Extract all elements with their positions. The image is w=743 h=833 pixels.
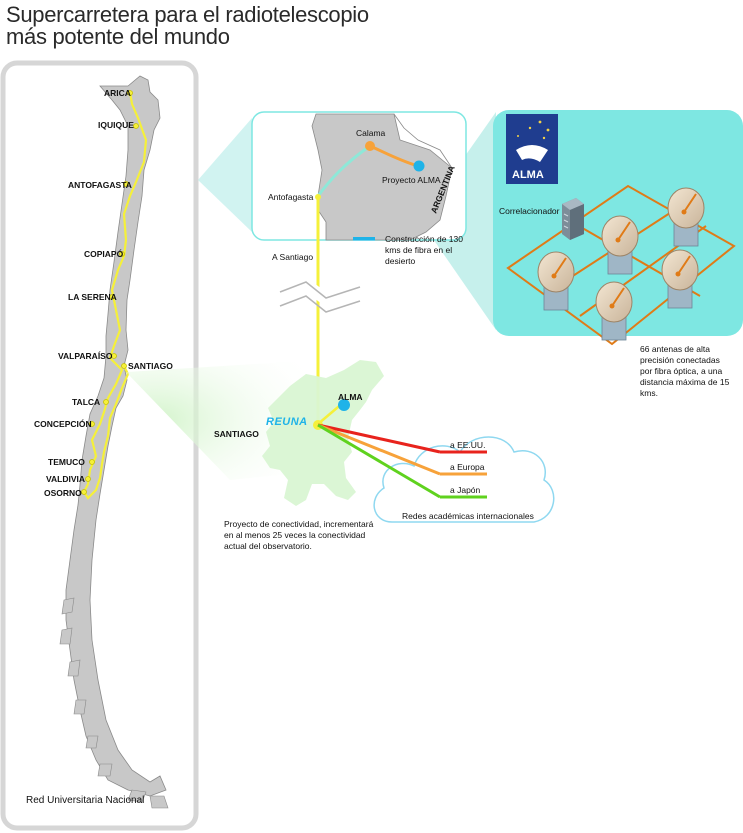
city-label-antofagasta: ANTOFAGASTA — [68, 180, 132, 190]
southern-islands — [59, 597, 169, 809]
city-label-copiapo: COPIAPÓ — [84, 248, 124, 259]
city-dot — [81, 489, 87, 495]
alma-logo-text: ALMA — [512, 169, 544, 181]
alma-caption-line-4: distancia máxima de 15 — [640, 377, 730, 387]
inset-land — [311, 113, 453, 241]
santiago-alma-label: ALMA — [338, 392, 363, 402]
antenna-dish-icon — [667, 187, 705, 247]
city-label-arica: ARICA — [104, 88, 131, 98]
inset-calama-label: Calama — [356, 128, 386, 138]
inset-projection-wedge — [198, 118, 252, 232]
city-dot — [109, 294, 115, 300]
city-label-temuco: TEMUCO — [48, 457, 85, 467]
city-dot — [121, 363, 127, 369]
title-line-1: Supercarretera para el radiotelescopio — [6, 2, 369, 27]
distance-break-symbol — [278, 280, 361, 313]
santiago-caption-line-2: en al menos 25 veces la conectividad — [224, 530, 366, 540]
chile-map-shape — [65, 75, 167, 797]
santiago-caption-line-1: Proyecto de conectividad, incrementará — [224, 519, 374, 529]
city-label-osorno: OSORNO — [44, 488, 82, 498]
antenna-dish-icon — [601, 215, 639, 275]
alma-logo-stars — [517, 120, 550, 140]
city-label-concepcion: CONCEPCIÓN — [34, 418, 92, 429]
antenna-dish-icon — [595, 281, 633, 341]
city-label-talca: TALCA — [72, 397, 100, 407]
inset-alma-label: Proyecto ALMA — [382, 175, 441, 185]
alma-site-marker — [413, 160, 425, 172]
city-label-valparaiso: VALPARAÍSO — [58, 351, 113, 361]
santiago-alma-marker — [338, 399, 350, 411]
correlator-rack-icon — [562, 198, 584, 240]
alma-caption-line-5: kms. — [640, 388, 658, 398]
santiago-caption-line-3: actual del observatorio. — [224, 541, 312, 551]
city-label-santiago: SANTIAGO — [128, 361, 173, 371]
fiber-legend-swatch — [353, 237, 375, 241]
city-dot — [89, 421, 95, 427]
city-label-iquique: IQUIQUE — [98, 120, 134, 130]
city-dot — [123, 181, 129, 187]
fiber-legend-line-1: Construcción de 130 — [385, 234, 463, 244]
santiago-region-shape — [262, 360, 384, 506]
a-santiago-label: A Santiago — [272, 252, 313, 262]
route-eeuu-diagonal — [317, 423, 441, 454]
fiber-legend-line-3: desierto — [385, 256, 416, 266]
city-dot — [127, 90, 133, 96]
alma-caption-line-1: 66 antenas de alta — [640, 344, 710, 354]
inset-border-line — [393, 113, 453, 169]
page-title: Supercarretera para el radiotelescopio m… — [6, 4, 369, 48]
title-line-2: más potente del mundo — [6, 24, 230, 49]
route-label-europa: a Europa — [450, 462, 485, 472]
route-label-eeuu: a EE.UU. — [450, 440, 485, 450]
city-dot — [89, 459, 95, 465]
inset-antofagasta-label: Antofagasta — [268, 192, 314, 202]
alma-caption-line-2: precisión conectadas — [640, 355, 720, 365]
calama-marker — [365, 141, 375, 151]
city-dot — [119, 251, 125, 257]
antenna-array — [537, 187, 705, 341]
fiber-legend-line-2: kms de fibra en el — [385, 245, 452, 255]
city-dot — [85, 476, 91, 482]
cloud-caption: Redes académicas internacionales — [402, 511, 534, 521]
national-network-route — [82, 91, 148, 500]
route-europa-diagonal — [317, 423, 441, 476]
antenna-dish-icon — [661, 249, 699, 309]
route-label-japon: a Japón — [450, 485, 481, 495]
route-japon-diagonal — [317, 423, 441, 499]
correlator-label: Correlacionador — [499, 206, 560, 216]
map-footer: Red Universitaria Nacional — [26, 795, 144, 806]
antenna-dish-icon — [537, 251, 575, 311]
alma-caption-line-3: por fibra óptica, a una — [640, 366, 722, 376]
city-label-valdivia: VALDIVIA — [46, 474, 85, 484]
city-dot — [133, 123, 139, 129]
reuna-logo-text: REUNA — [266, 416, 308, 428]
santiago-region-label: SANTIAGO — [214, 429, 259, 439]
city-label-la-serena: LA SERENA — [68, 292, 117, 302]
city-markers — [81, 90, 139, 495]
city-dot — [111, 353, 117, 359]
desert-fiber-teal — [316, 144, 371, 197]
alma-logo-dish-icon — [516, 145, 548, 162]
city-dot — [103, 399, 109, 405]
